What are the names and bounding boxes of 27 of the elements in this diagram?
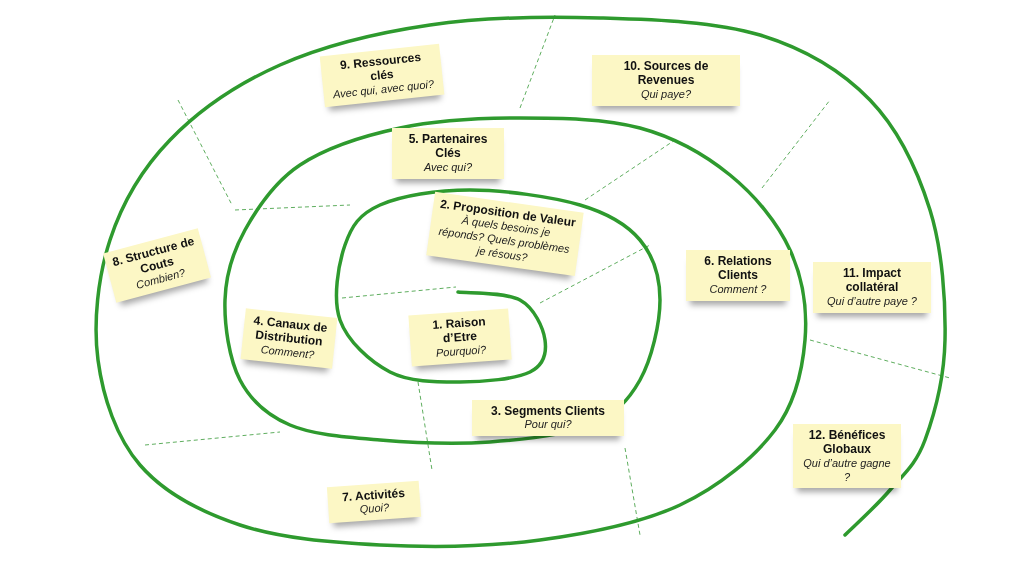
sticky-note bbox=[240, 308, 338, 369]
sticky-note bbox=[408, 308, 512, 366]
note-title: 1. Raison d’Etre bbox=[430, 313, 488, 346]
note-question: Pourquoi? bbox=[434, 343, 488, 361]
sticky-note bbox=[472, 400, 624, 437]
sticky-note bbox=[592, 55, 740, 106]
sticky-note bbox=[326, 480, 422, 524]
note-title: 12. Bénéfices Globaux bbox=[807, 428, 887, 457]
note-question: Qui d’autre gagne ? bbox=[802, 456, 892, 485]
note-question: Avec qui? bbox=[422, 160, 474, 175]
note-title: 3. Segments Clients bbox=[489, 404, 606, 419]
note-question: Qui paye? bbox=[639, 87, 693, 102]
note-title: 9. Ressources clés bbox=[338, 48, 422, 84]
note-title: 11. Impact collatéral bbox=[842, 266, 902, 295]
note-question: Pour qui? bbox=[523, 418, 573, 433]
note-title: 10. Sources de Revenues bbox=[622, 59, 710, 88]
note-question: Comment ? bbox=[708, 282, 768, 297]
sticky-note bbox=[426, 191, 584, 276]
note-question: Quoi? bbox=[358, 500, 391, 518]
note-question: Qui d’autre paye ? bbox=[826, 294, 918, 309]
sticky-note bbox=[813, 262, 931, 313]
sticky-note bbox=[392, 128, 504, 179]
sticky-note bbox=[686, 250, 790, 301]
sticky-note bbox=[793, 424, 901, 489]
note-title: 5. Partenaires Clés bbox=[407, 132, 489, 161]
sticky-note bbox=[319, 43, 445, 107]
note-title: 6. Relations Clients bbox=[703, 254, 773, 283]
